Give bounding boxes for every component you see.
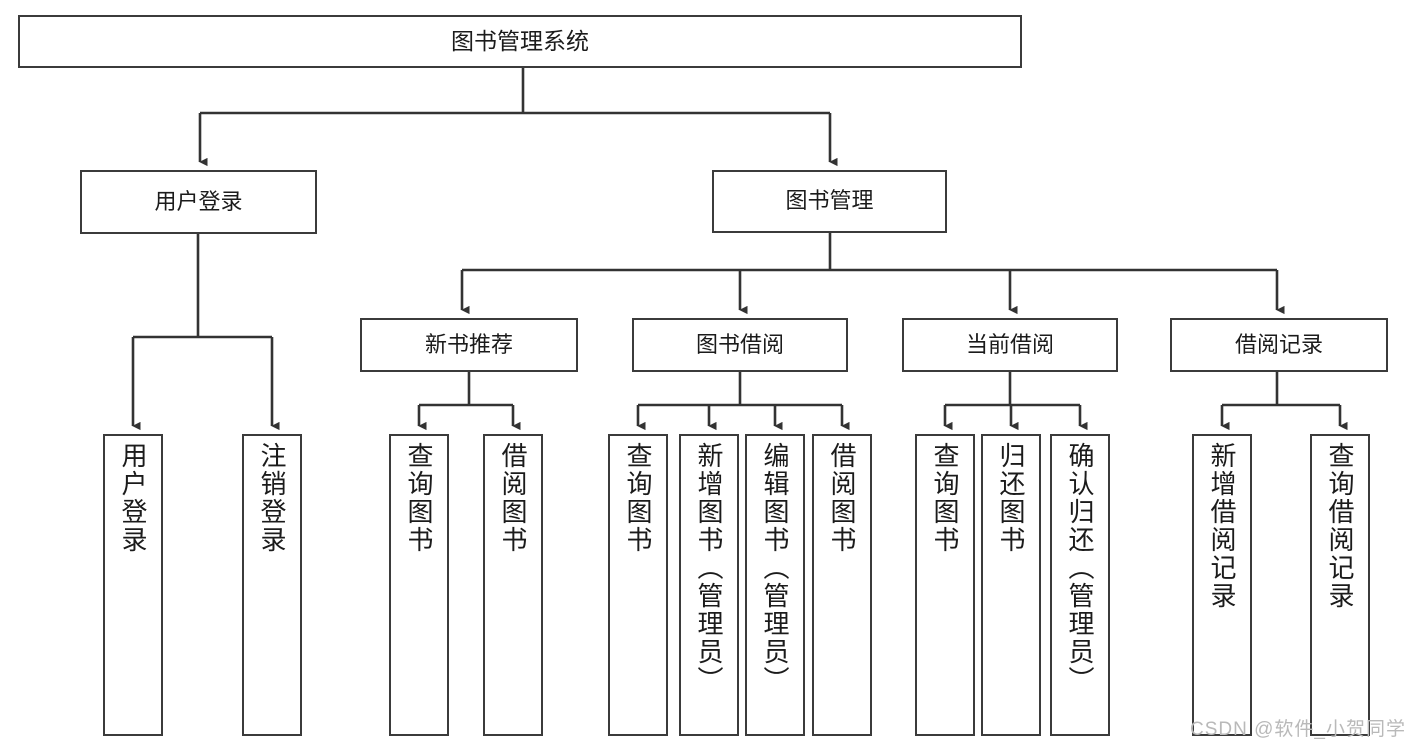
node-new-book-recommend[interactable]: 新书推荐 (360, 318, 578, 372)
node-label: 编辑图书（管理员） (760, 442, 790, 694)
node-label: 借阅记录 (1234, 331, 1323, 357)
leaf-user-login-logout[interactable]: 注销登录 (242, 434, 302, 736)
node-label: 图书借阅 (695, 331, 784, 357)
leaf-book-borrow-add[interactable]: 新增图书（管理员） (679, 434, 739, 736)
node-root-system[interactable]: 图书管理系统 (18, 15, 1022, 68)
node-label: 归还图书 (996, 442, 1026, 554)
node-label: 图书管理 (785, 188, 874, 214)
node-label: 查询图书 (623, 442, 653, 554)
node-borrow-record[interactable]: 借阅记录 (1170, 318, 1388, 372)
node-label: 查询图书 (930, 442, 960, 554)
node-label: 图书管理系统 (451, 27, 589, 54)
node-label: 新增借阅记录 (1207, 442, 1237, 610)
node-label: 用户登录 (154, 188, 243, 214)
leaf-borrow-record-query[interactable]: 查询借阅记录 (1310, 434, 1370, 736)
leaf-new-book-query[interactable]: 查询图书 (389, 434, 449, 736)
leaf-book-borrow-query[interactable]: 查询图书 (608, 434, 668, 736)
node-book-management[interactable]: 图书管理 (712, 170, 947, 233)
node-label: 新增图书（管理员） (694, 442, 724, 694)
node-book-borrow[interactable]: 图书借阅 (632, 318, 848, 372)
node-label: 注销登录 (257, 442, 287, 554)
node-label: 当前借阅 (965, 331, 1054, 357)
leaf-current-borrow-confirm-return[interactable]: 确认归还（管理员） (1050, 434, 1110, 736)
node-label: 借阅图书 (827, 442, 857, 554)
leaf-current-borrow-return[interactable]: 归还图书 (981, 434, 1041, 736)
leaf-book-borrow-edit[interactable]: 编辑图书（管理员） (745, 434, 805, 736)
node-user-login[interactable]: 用户登录 (80, 170, 317, 234)
leaf-borrow-record-add[interactable]: 新增借阅记录 (1192, 434, 1252, 736)
leaf-book-borrow-borrow[interactable]: 借阅图书 (812, 434, 872, 736)
node-label: 查询借阅记录 (1325, 442, 1355, 610)
node-current-borrow[interactable]: 当前借阅 (902, 318, 1118, 372)
node-label: 用户登录 (118, 442, 148, 554)
node-label: 借阅图书 (498, 442, 528, 554)
leaf-user-login-login[interactable]: 用户登录 (103, 434, 163, 736)
leaf-new-book-borrow[interactable]: 借阅图书 (483, 434, 543, 736)
node-label: 新书推荐 (424, 331, 513, 357)
node-label: 查询图书 (404, 442, 434, 554)
node-label: 确认归还（管理员） (1065, 442, 1095, 694)
leaf-current-borrow-query[interactable]: 查询图书 (915, 434, 975, 736)
